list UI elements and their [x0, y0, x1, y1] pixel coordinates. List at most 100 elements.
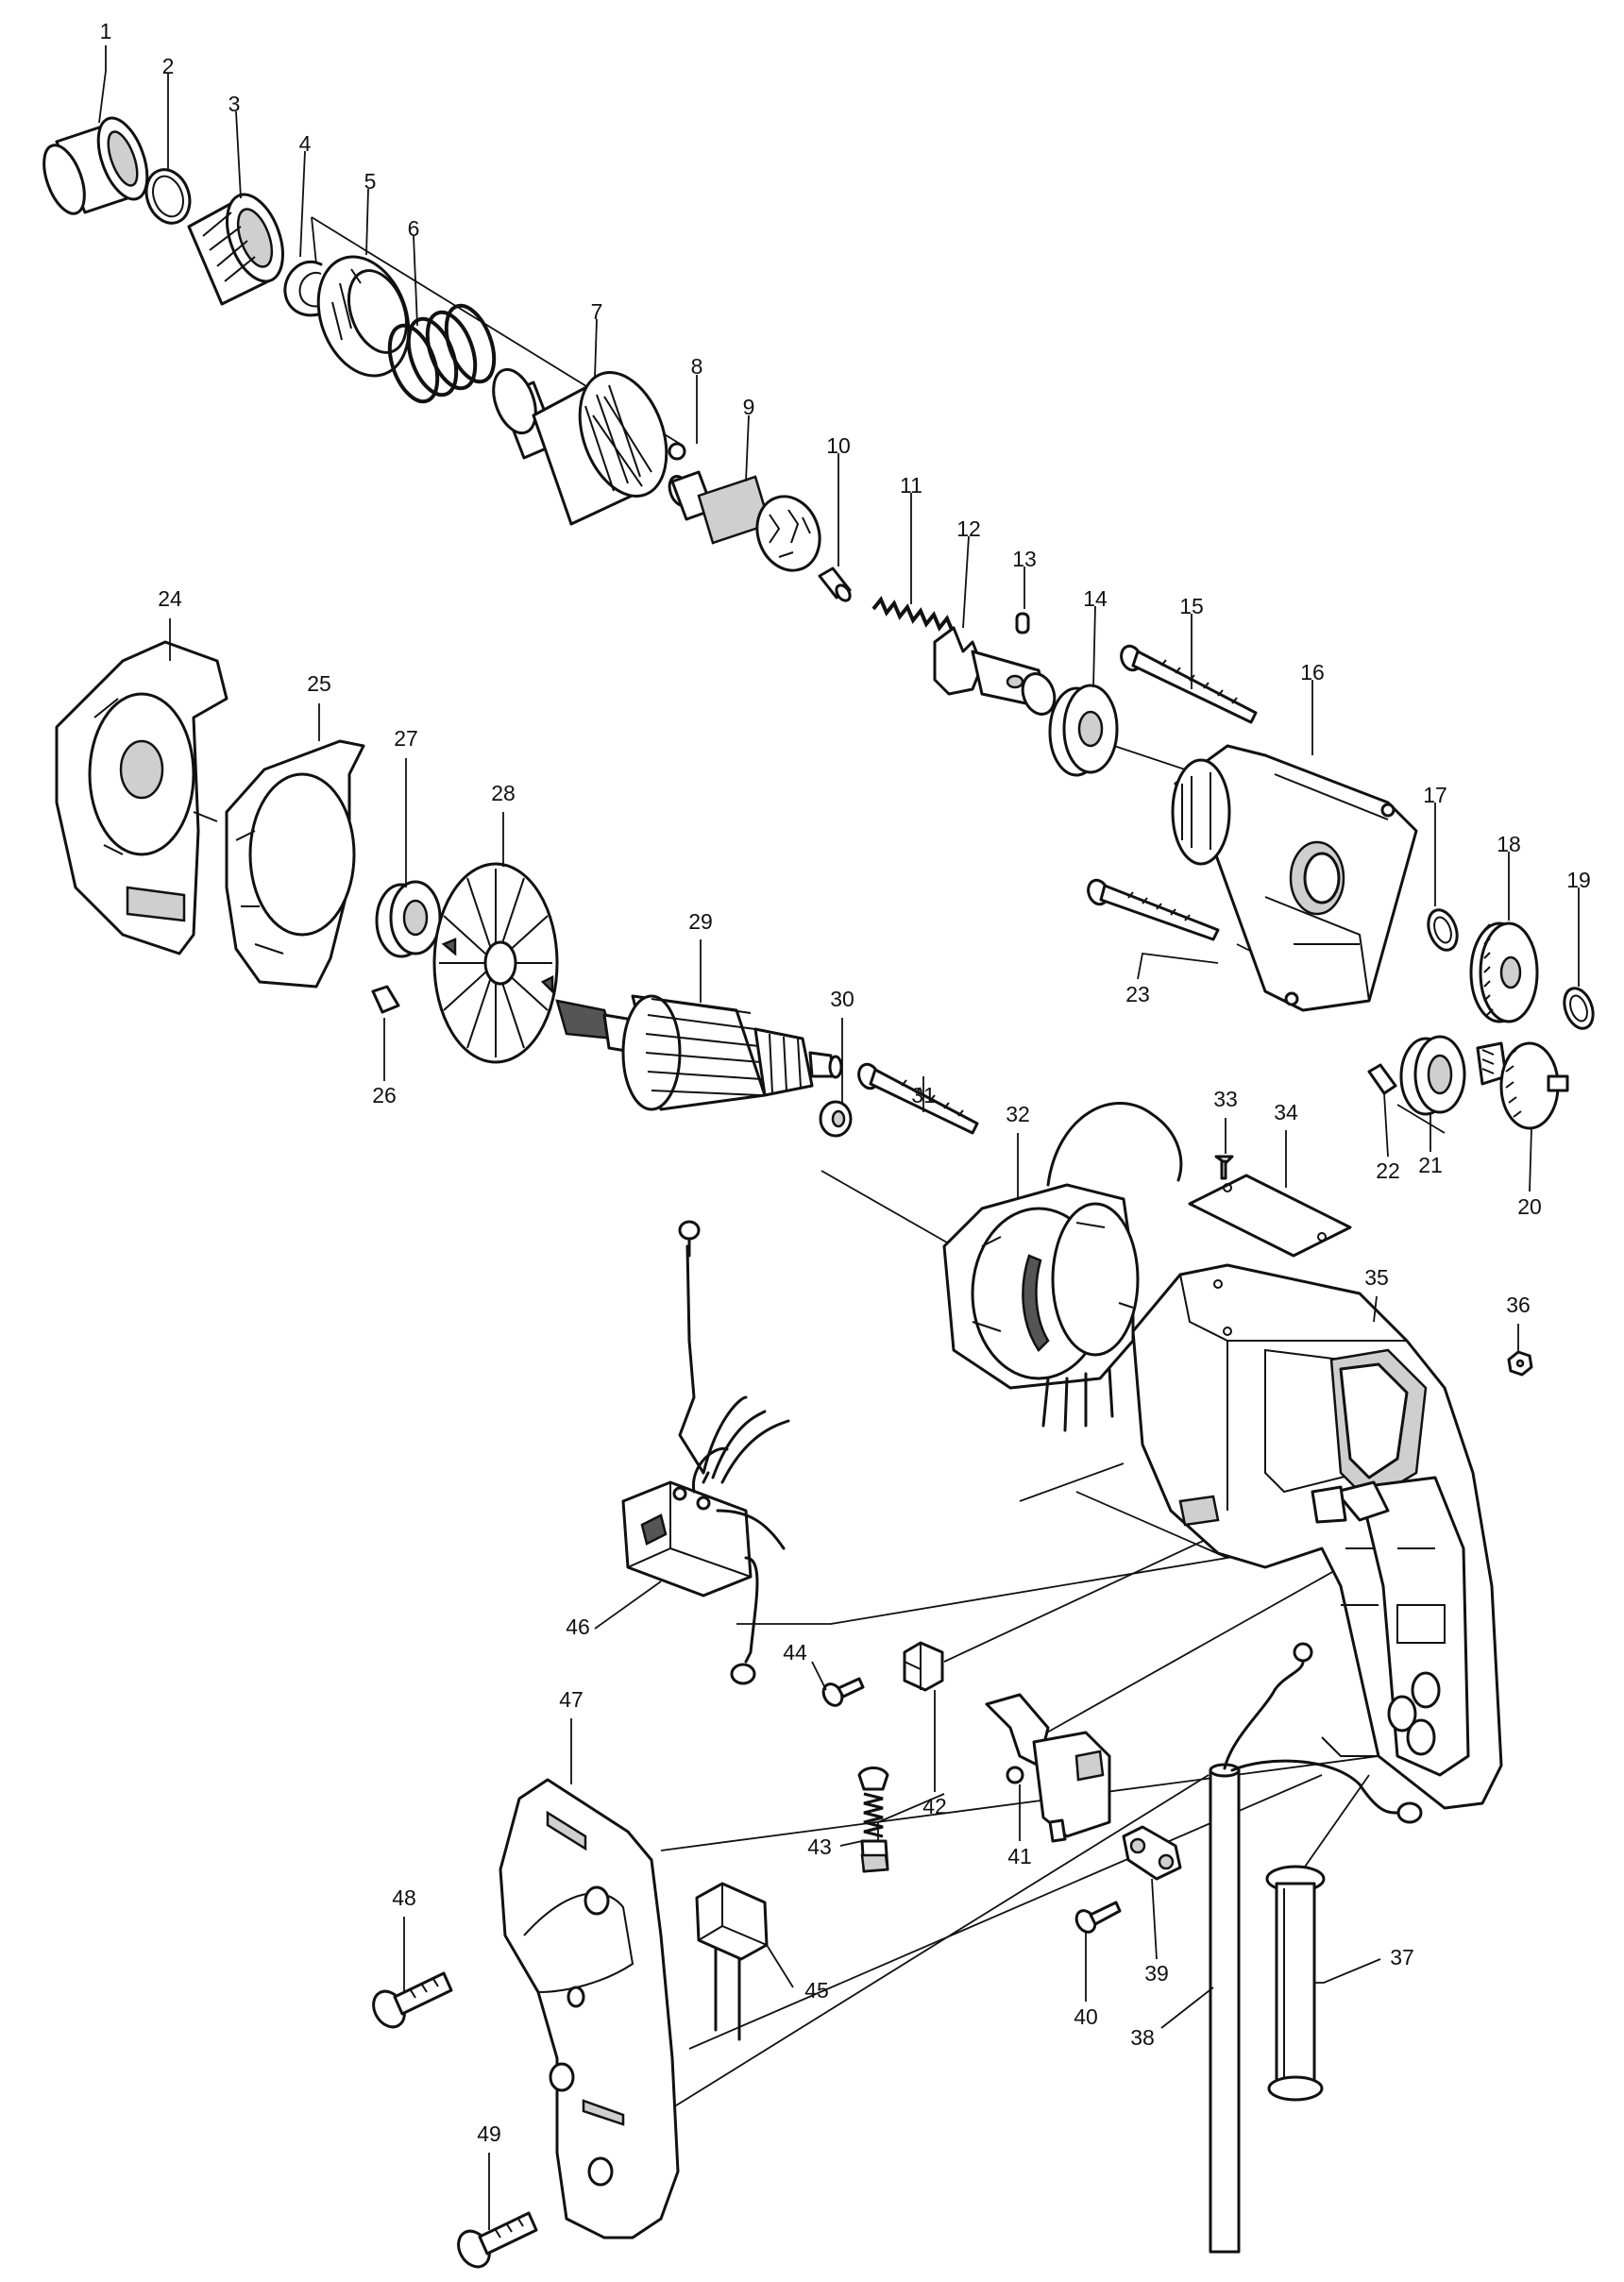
callout-41: 41 [1007, 1844, 1032, 1868]
hex-nut-part [1507, 1350, 1533, 1377]
callout-30: 30 [830, 987, 854, 1011]
callout-16: 16 [1300, 660, 1325, 685]
callout-38: 38 [1130, 2025, 1155, 2050]
callout-35: 35 [1364, 1265, 1389, 1290]
callout-14: 14 [1083, 586, 1108, 611]
callout-40: 40 [1074, 2004, 1098, 2029]
armature-part [555, 994, 843, 1111]
spur-gear-part [1469, 921, 1539, 1023]
assembly-guide-lines [311, 216, 1446, 2116]
callout-5: 5 [364, 169, 377, 194]
callout-7: 7 [591, 299, 603, 324]
retaining-ring-part [283, 260, 328, 317]
locator-part [187, 193, 284, 306]
callout-21: 21 [1418, 1153, 1443, 1177]
strain-relief-part [1122, 1825, 1182, 1881]
callout-26: 26 [372, 1083, 397, 1107]
callout-11: 11 [900, 473, 922, 498]
ball-bearing-left-part [375, 880, 442, 958]
callout-15: 15 [1179, 594, 1204, 618]
o-ring-part [144, 168, 192, 225]
callout-19: 19 [1566, 868, 1591, 892]
strain-relief-screw-part [1074, 1901, 1122, 1934]
motor-housing-part [1131, 1263, 1503, 1810]
clutch-sleeve-part [492, 367, 668, 526]
callout-24: 24 [158, 586, 182, 611]
retaining-ring-right-part [1563, 987, 1595, 1030]
callout-28: 28 [491, 781, 516, 805]
field-part [942, 1102, 1183, 1432]
name-plate-screw-part [1214, 1155, 1234, 1180]
callout-numbers: 1 2 3 4 5 6 7 8 9 10 11 12 13 14 15 16 1… [100, 19, 1591, 2146]
steel-ball-part [668, 442, 686, 461]
callout-39: 39 [1144, 1961, 1169, 1986]
callout-18: 18 [1497, 832, 1521, 856]
callout-49: 49 [477, 2121, 501, 2146]
callout-37: 37 [1390, 1945, 1414, 1969]
spindle-part [668, 470, 821, 572]
callout-6: 6 [408, 216, 420, 241]
name-plate-part [1188, 1174, 1352, 1258]
callout-42: 42 [922, 1794, 947, 1818]
pan-head-screw-long-part [1120, 644, 1258, 724]
pan-head-screw-part [1087, 878, 1220, 941]
callout-8: 8 [691, 354, 703, 379]
handle-screw-upper-part [372, 1971, 453, 2029]
callout-31: 31 [911, 1083, 936, 1107]
callout-2: 2 [162, 54, 175, 78]
parallel-pin-part [1367, 1063, 1397, 1095]
ball-bearing-right-part [1399, 1035, 1466, 1116]
callout-10: 10 [826, 433, 851, 458]
callout-47: 47 [559, 1687, 584, 1712]
carbon-brush-part [857, 1766, 889, 1873]
callout-32: 32 [1006, 1102, 1030, 1126]
capacitor-part [695, 1882, 769, 2041]
callout-46: 46 [566, 1614, 590, 1639]
callout-45: 45 [804, 1978, 829, 2003]
callout-13: 13 [1012, 547, 1037, 571]
callout-3: 3 [228, 92, 241, 116]
washer-part [819, 1100, 853, 1138]
cord-part [1209, 1642, 1423, 2254]
callout-29: 29 [688, 909, 713, 934]
reversing-switch-part [621, 1220, 790, 1685]
callout-17: 17 [1423, 783, 1447, 807]
pin-small-part [1015, 612, 1030, 634]
cord-guard-part [1265, 1865, 1326, 2102]
callout-9: 9 [743, 395, 755, 419]
clutch-cam-part [933, 626, 1057, 716]
compression-spring-part [387, 303, 497, 404]
callout-labels [98, 45, 1580, 2230]
callout-34: 34 [1274, 1100, 1298, 1124]
callout-20: 20 [1517, 1194, 1542, 1219]
callout-43: 43 [807, 1834, 832, 1859]
callout-27: 27 [394, 726, 418, 751]
handle-screw-lower-part [457, 2211, 538, 2269]
switch-part [985, 1693, 1111, 1843]
callout-48: 48 [392, 1885, 416, 1910]
callout-4: 4 [299, 131, 312, 156]
baffle-plate-part [225, 739, 365, 989]
callout-36: 36 [1506, 1293, 1531, 1317]
handle-cover-part [499, 1778, 680, 2240]
bearing-ring-part [1048, 684, 1119, 777]
fan-part [432, 862, 559, 1064]
pin-part [818, 566, 852, 602]
retaining-ring-upper-part [1427, 908, 1459, 952]
sleeve-part [42, 116, 149, 215]
callout-1: 1 [100, 19, 112, 43]
helical-gear-part [1476, 1041, 1569, 1130]
callout-23: 23 [1125, 982, 1150, 1006]
callout-12: 12 [956, 516, 981, 541]
callout-25: 25 [307, 671, 331, 696]
callout-44: 44 [783, 1640, 807, 1665]
spring-part [871, 596, 955, 633]
key-pin-part [371, 985, 400, 1014]
gear-housing-part [1171, 744, 1418, 1012]
brush-holder-part [903, 1641, 944, 1692]
bearing-box-part [55, 640, 228, 955]
callout-33: 33 [1213, 1087, 1238, 1111]
brush-holder-screw-part [821, 1677, 865, 1707]
callout-22: 22 [1376, 1158, 1400, 1183]
